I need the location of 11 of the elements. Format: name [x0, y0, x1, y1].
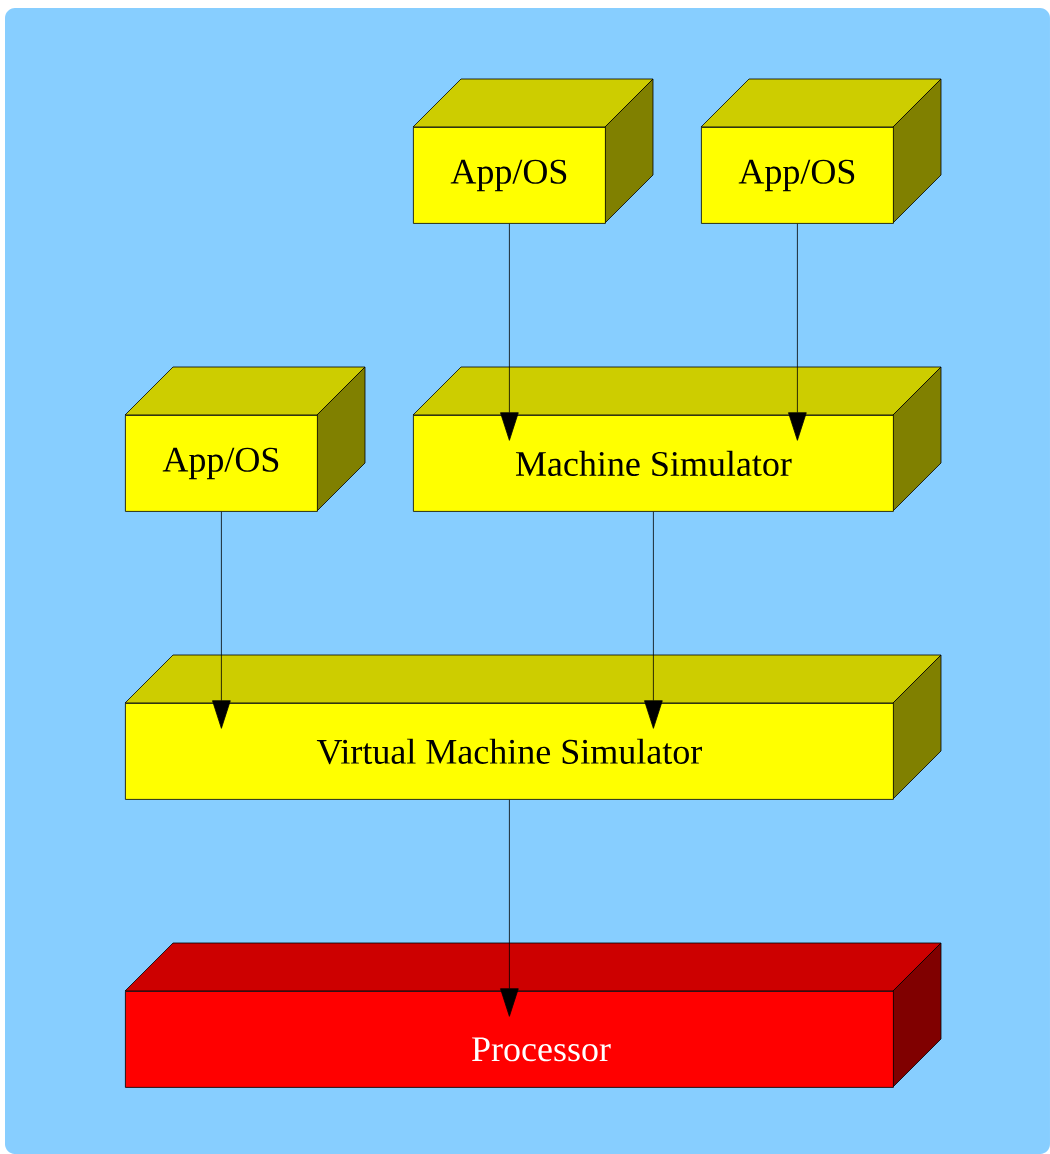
box-3d: Machine Simulator [412, 366, 942, 512]
box-3d: App/OS [412, 78, 654, 224]
box-3d: App/OS [700, 78, 942, 224]
arrow [500, 223, 519, 441]
arrow [788, 223, 807, 441]
box-3d: Virtual Machine Simulator [124, 654, 942, 800]
arrow [644, 511, 663, 729]
box-3d: App/OS [124, 366, 366, 512]
arrow [212, 511, 231, 729]
arrow [500, 799, 519, 1017]
box-3d: Processor [124, 942, 942, 1088]
